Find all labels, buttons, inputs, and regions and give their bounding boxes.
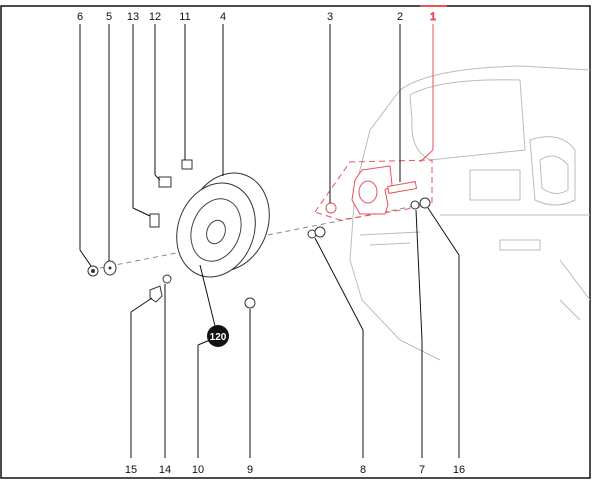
wheel-rim xyxy=(176,172,270,278)
label-14: 14 xyxy=(159,464,171,476)
diagram-frame xyxy=(0,5,591,479)
label-13: 13 xyxy=(127,11,139,23)
small-parts xyxy=(87,159,431,309)
label-5: 5 xyxy=(106,11,112,23)
leader-lines xyxy=(79,24,460,458)
label-11: 11 xyxy=(179,11,190,23)
part-3 xyxy=(325,202,337,214)
label-2: 2 xyxy=(397,11,403,23)
torque-badge-text: 120 xyxy=(210,332,227,343)
label-10: 10 xyxy=(192,464,204,476)
label-4: 4 xyxy=(220,11,226,23)
label-1: 1 xyxy=(430,11,436,23)
label-3: 3 xyxy=(327,11,333,23)
label-16: 16 xyxy=(453,464,465,476)
label-7: 7 xyxy=(419,464,425,476)
label-8: 8 xyxy=(360,464,366,476)
spare-wheel-bracket xyxy=(314,159,433,221)
label-9: 9 xyxy=(247,464,253,476)
label-12: 12 xyxy=(149,11,161,23)
torque-badge: 120 xyxy=(207,325,229,347)
label-15: 15 xyxy=(125,464,137,476)
label-6: 6 xyxy=(77,11,83,23)
